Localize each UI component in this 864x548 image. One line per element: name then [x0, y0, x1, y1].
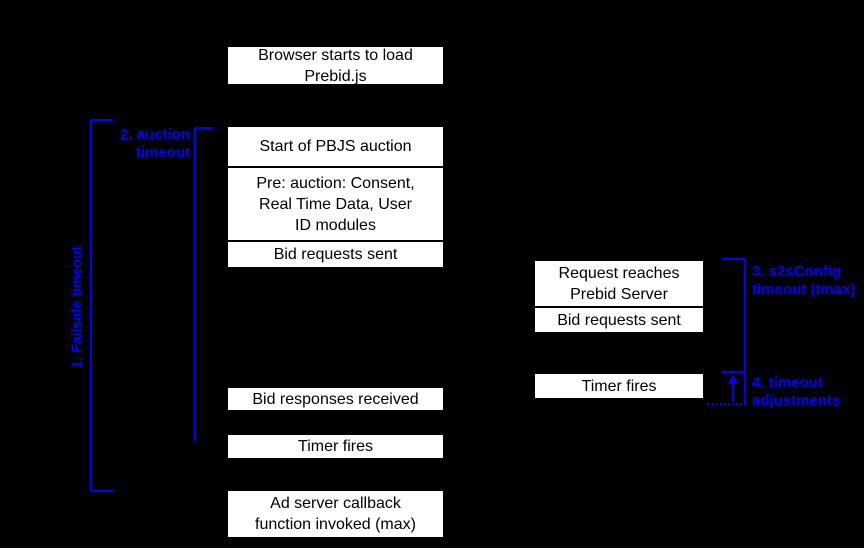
auction-bracket-vertical-line — [194, 127, 196, 441]
failsafe-bracket-bottom-tick — [90, 490, 113, 492]
auction-timeout-label: 2. auction timeout — [119, 126, 190, 161]
box-bid-requests-sent-client: Bid requests sent — [228, 240, 443, 267]
s2s-config-timeout-label: 3. s2sConfig timeout (tmax) — [752, 263, 856, 298]
box-request-reaches-server: Request reaches Prebid Server — [558, 264, 680, 303]
failsafe-bracket-vertical-line — [90, 119, 92, 492]
failsafe-timeout-label: 1. Failsafe timeout — [68, 245, 84, 369]
s2s-bracket-vertical-line — [744, 258, 746, 405]
box-bid-responses-received: Bid responses received — [226, 386, 445, 412]
box-pre-auction-modules: Pre: auction: Consent, Real Time Data, U… — [228, 166, 443, 240]
timeout-adjustment-dotted-line — [707, 403, 746, 405]
failsafe-bracket-top-tick — [90, 119, 113, 121]
up-arrow-icon — [732, 381, 734, 402]
s2s-bracket-mid-tick — [722, 371, 746, 373]
box-ad-server-callback: Ad server callback function invoked (max… — [226, 489, 445, 539]
box-start-auction: Start of PBJS auction — [259, 138, 412, 155]
box-browser-load: Browser starts to load Prebid.js — [226, 45, 445, 86]
box-group-auction: Start of PBJS auction Pre: auction: Cons… — [226, 125, 445, 269]
box-group-prebid-server: Request reaches Prebid Server Bid reques… — [533, 259, 705, 334]
timeout-adjustments-label: 4. timeout adjustments — [752, 374, 841, 409]
box-timer-fires-client: Timer fires — [226, 433, 445, 460]
s2s-bracket-top-tick — [722, 258, 746, 260]
box-bid-requests-sent-server: Bid requests sent — [535, 306, 703, 332]
box-timer-fires-server: Timer fires — [533, 372, 705, 400]
up-arrow-head-icon — [728, 375, 738, 383]
auction-bracket-top-tick — [194, 127, 213, 129]
